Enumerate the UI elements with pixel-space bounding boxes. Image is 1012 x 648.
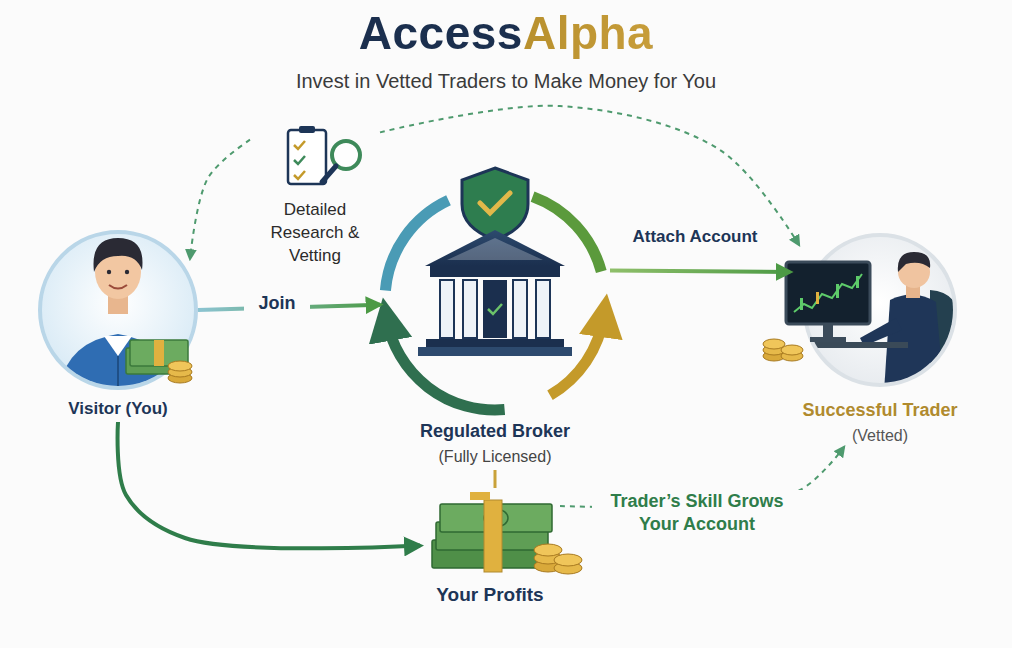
trader-illustration: [823, 324, 833, 338]
broker-illustration: [462, 168, 528, 240]
arrow-connector: [494, 470, 497, 488]
research-icon: [294, 156, 305, 164]
edge-label: Attach Account: [615, 226, 775, 248]
visitor-illustration: [168, 361, 192, 371]
trader-illustration: [763, 235, 960, 392]
arrow-connector: [118, 422, 420, 548]
node-heading: Successful Trader: [790, 398, 970, 422]
broker-illustration: [447, 238, 543, 260]
node-heading: Regulated Broker: [380, 419, 610, 443]
node-label: Visitor (You): [38, 398, 198, 421]
trader-illustration: [856, 276, 859, 288]
trader-illustration: [898, 252, 930, 272]
broker-illustration: [430, 266, 560, 277]
node-subtext: (Vetted): [790, 425, 970, 447]
money-stack: [470, 492, 490, 500]
trader-illustration: [781, 345, 803, 355]
broker-illustration: [480, 193, 510, 213]
broker-illustration: [425, 230, 565, 266]
money-stack: [534, 544, 562, 556]
subtitle: Invest in Vetted Traders to Make Money f…: [106, 70, 906, 93]
edge-label: Join: [244, 292, 310, 315]
trader-illustration: [810, 337, 846, 342]
broker-illustration: [418, 347, 572, 356]
visitor-illustration: [117, 356, 119, 392]
money-stack: [484, 500, 502, 572]
research-icon: [322, 166, 336, 182]
node-label: Your Profits: [420, 582, 560, 608]
visitor-illustration: [125, 270, 129, 274]
trader-node: Successful Trader (Vetted): [790, 232, 970, 447]
broker-illustration: [426, 339, 564, 347]
visitor-illustration: [126, 340, 192, 383]
diagram-title: AccessAlpha: [359, 6, 653, 60]
visitor-illustration: [109, 285, 127, 289]
edge-label: Trader’s Skill Grows Your Account: [592, 490, 802, 537]
research-node: Detailed Research & Vetting: [250, 125, 380, 272]
trader-illustration: [800, 298, 803, 310]
broker-illustration: [385, 168, 604, 410]
trader-illustration: [836, 284, 839, 298]
dashed-connector: [380, 106, 799, 245]
broker-illustration: [483, 280, 507, 338]
broker-illustration: [513, 280, 527, 338]
visitor-illustration: [58, 334, 178, 395]
visitor-illustration: [94, 238, 143, 272]
arrow-connector: [610, 271, 790, 272]
broker-illustration: [440, 280, 454, 338]
visitor-illustration: [107, 270, 111, 274]
broker-illustration: [536, 280, 550, 338]
node-subtext: (Fully Licensed): [380, 446, 610, 468]
profits-node: Your Profits: [420, 488, 560, 608]
research-icon: [299, 126, 315, 133]
visitor-illustration: [154, 340, 164, 366]
research-icon: [294, 171, 305, 179]
research-icon: [288, 126, 360, 184]
broker-illustration: [463, 280, 477, 338]
trader-illustration: [816, 292, 819, 304]
broker-node: Regulated Broker (Fully Licensed): [380, 185, 610, 470]
trader-illustration: [786, 262, 870, 324]
money-stack: [554, 554, 582, 566]
trader-illustration: [786, 342, 908, 348]
money-stack: [432, 492, 582, 574]
trader-illustration: [794, 274, 862, 312]
node-label: Detailed Research & Vetting: [250, 199, 380, 268]
dashed-connector: [190, 140, 250, 259]
research-icon: [288, 130, 326, 184]
visitor-node: Visitor (You): [38, 230, 198, 422]
broker-illustration: [488, 304, 502, 314]
visitor-illustration: [58, 334, 178, 395]
visitor-illustration: [40, 232, 196, 395]
research-icon: [294, 141, 305, 149]
